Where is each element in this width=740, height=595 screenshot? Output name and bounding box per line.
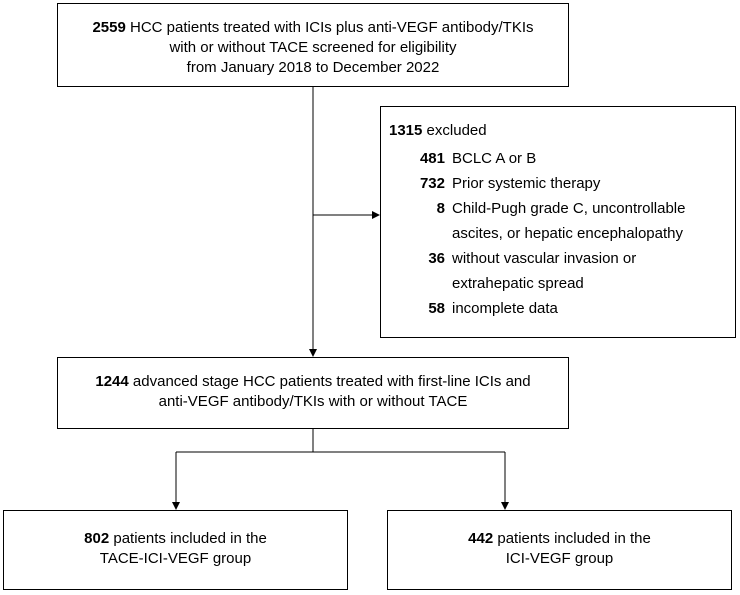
excluded-item-text: ascites, or hepatic encephalopathy [452,225,683,242]
tace-group-line-1: 802 patients included in the [4,529,347,549]
screened-text-2: with or without TACE screened for eligib… [169,39,457,56]
tace-group-count: 802 [84,530,110,547]
excluded-item-text: incomplete data [452,300,558,317]
excluded-item-text: Prior systemic therapy [452,175,601,192]
excluded-item-text: Child-Pugh grade C, uncontrollable [452,200,686,217]
screened-count: 2559 [92,19,126,36]
excluded-item: 36 without vascular invasion or [389,246,735,271]
tace-group-text-1: patients included in the [113,530,267,547]
advanced-text-1: advanced stage HCC patients treated with… [132,373,531,390]
excluded-box: 1315 excluded 481 BCLC A or B 732 Prior … [380,106,736,338]
excluded-count: 1315 [389,122,423,139]
excluded-label: excluded [426,122,487,139]
excluded-item: 58 incomplete data [389,296,735,321]
ici-group-text-2: ICI-VEGF group [505,550,614,567]
excluded-item-count: 8 [436,200,445,217]
advanced-count: 1244 [95,373,129,390]
advanced-line-1: 1244 advanced stage HCC patients treated… [58,372,568,392]
tace-ici-vegf-group-box: 802 patients included in the TACE-ICI-VE… [3,510,348,590]
excluded-item-count: 36 [428,250,445,267]
excluded-item: 8 Child-Pugh grade C, uncontrollable [389,196,735,221]
ici-vegf-group-box: 442 patients included in the ICI-VEGF gr… [387,510,732,590]
excluded-item-text: extrahepatic spread [452,275,584,292]
excluded-item-count: 732 [419,175,445,192]
excluded-item-text: without vascular invasion or [452,250,637,267]
excluded-item-continued: extrahepatic spread [389,271,735,296]
excluded-item-count: 58 [428,300,445,317]
excluded-item: 481 BCLC A or B [389,146,735,171]
screened-text-3: from January 2018 to December 2022 [186,59,440,76]
advanced-stage-box: 1244 advanced stage HCC patients treated… [57,357,569,429]
screened-box: 2559 HCC patients treated with ICIs plus… [57,3,569,87]
screened-text-1: HCC patients treated with ICIs plus anti… [130,19,534,36]
excluded-item-continued: ascites, or hepatic encephalopathy [389,221,735,246]
excluded-header: 1315 excluded [389,121,735,146]
ici-group-line-1: 442 patients included in the [388,529,731,549]
screened-line-1: 2559 HCC patients treated with ICIs plus… [58,18,568,38]
ici-group-text-1: patients included in the [497,530,651,547]
excluded-item: 732 Prior systemic therapy [389,171,735,196]
ici-group-count: 442 [468,530,494,547]
tace-group-text-2: TACE-ICI-VEGF group [99,550,252,567]
excluded-item-text: BCLC A or B [452,150,537,167]
advanced-text-2: anti-VEGF antibody/TKIs with or without … [158,393,468,410]
excluded-item-count: 481 [419,150,445,167]
